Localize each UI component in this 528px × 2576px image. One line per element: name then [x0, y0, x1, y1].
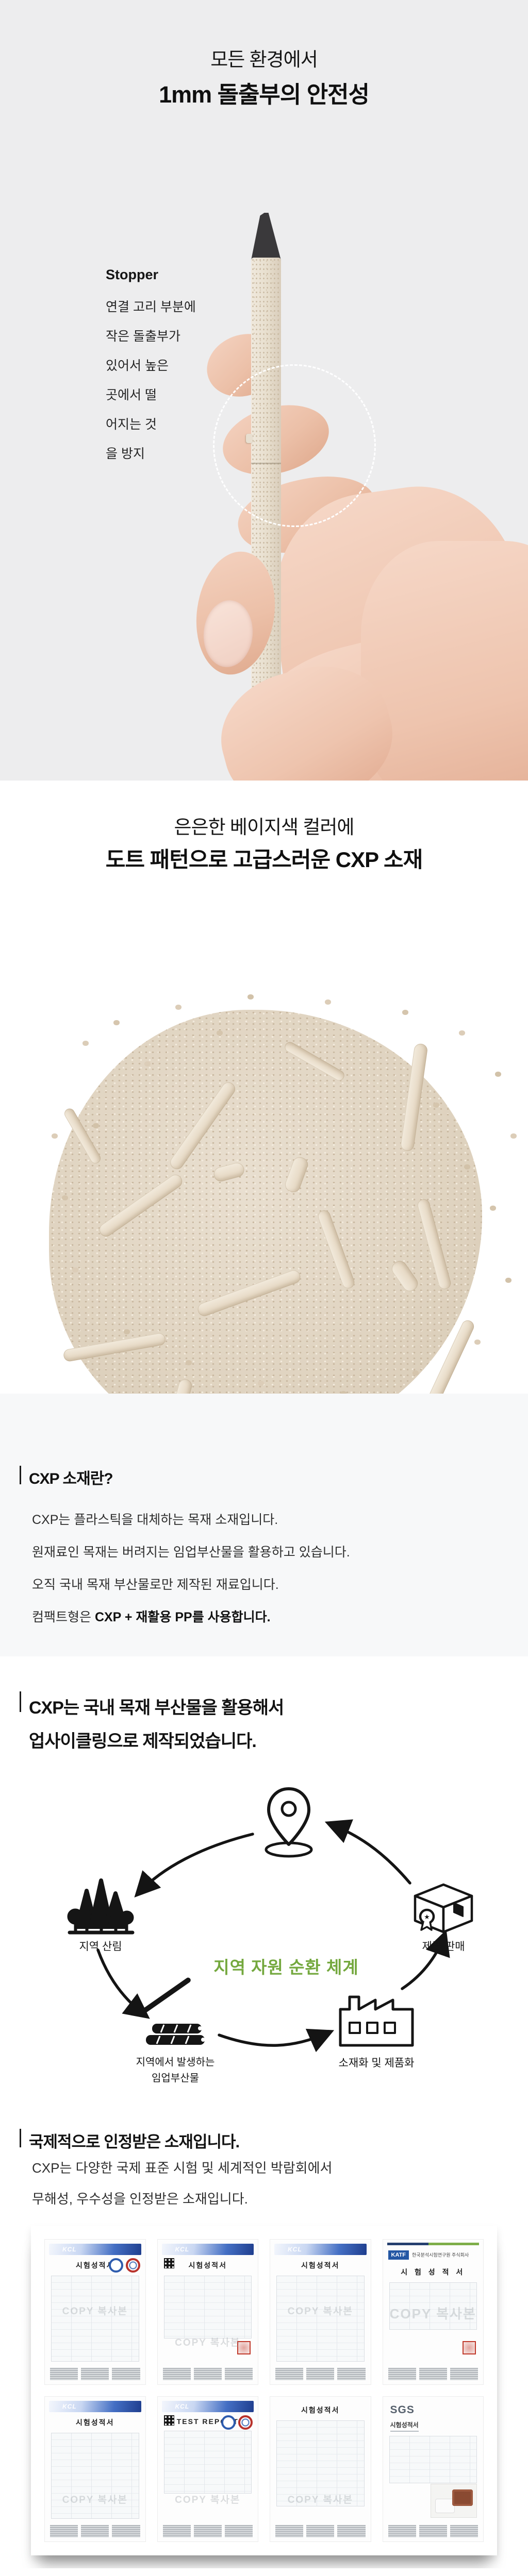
kcl-logo-band: KCL — [49, 2244, 141, 2255]
cycle-arrows — [96, 1819, 450, 2053]
copy-watermark: COPY 복사본 — [175, 2495, 241, 2506]
factory-icon — [339, 1995, 414, 2047]
certificate-title: 시 험 성 적 서 — [401, 2268, 466, 2276]
cxp-about-line: 오직 국내 목재 부산물로만 제작된 재료입니다. — [32, 1578, 279, 1592]
seal-icon — [238, 2415, 253, 2430]
section-safety: 모든 환경에서 1mm 돌출부의 안전성 Stopper 연결 고리 부분에 작… — [0, 0, 528, 781]
section1-subtitle: 1mm 돌출부의 안전성 — [159, 81, 370, 108]
label-materialization: 소재화 및 제품화 — [338, 2057, 415, 2069]
certificate-seals — [108, 2258, 140, 2273]
cxp-about-line: 원재료인 목재는 버려지는 임업부산물을 활용하고 있습니다. — [32, 1545, 350, 1560]
white-tray — [435, 2499, 455, 2513]
highlight-circle — [213, 364, 376, 527]
certificate-table — [389, 2282, 477, 2330]
certificate-title: 시험성적서 — [76, 2418, 114, 2427]
kcl-logo-band: KCL — [49, 2401, 141, 2412]
section2-subtitle: 도트 패턴으로 고급스러운 CXP 소재 — [105, 848, 423, 872]
certificate-footnote — [50, 2368, 140, 2380]
section-cxp-about: CXP 소재란? CXP는 플라스틱을 대체하는 목재 소재입니다. 원재료인 … — [0, 1394, 528, 1656]
section-upcycling: CXP는 국내 목재 부산물을 활용해서 업사이클링으로 제작되었습니다. — [0, 1656, 528, 2128]
katf-org-name: 한국분석시험연구원 주식회사 — [412, 2252, 469, 2258]
certificate-title: 시험성적서 — [301, 2406, 340, 2414]
heading-bar — [20, 1691, 21, 1712]
certificate-doc: KCL 시험성적서 COPY 복사본 — [157, 2239, 258, 2385]
certificate-footnote — [162, 2525, 253, 2537]
certificate-doc: KCL TEST REPORT COPY 복사본 — [157, 2396, 258, 2542]
certificate-table — [163, 2431, 252, 2494]
seal-icon — [108, 2258, 123, 2273]
intl-cert-line: 무해성, 우수성을 인정받은 소재입니다. — [32, 2191, 248, 2207]
section2-title: 은은한 베이지색 컬러에 — [174, 817, 355, 838]
certificate-table — [276, 2276, 365, 2362]
kcl-logo-band: KCL — [161, 2244, 254, 2255]
resource-cycle-diagram: ★ — [46, 1772, 480, 2112]
section1-title: 모든 환경에서 — [210, 49, 318, 70]
red-seal-stamp — [463, 2341, 476, 2354]
seal-icon — [125, 2258, 140, 2273]
certificate-doc: KATF 한국분석시험연구원 주식회사 시 험 성 적 서 COPY 복사본 — [382, 2239, 484, 2385]
certificate-title: 시험성적서 — [76, 2261, 114, 2269]
section-forest-cert: CXP 소재는 전과정이 추적되는 산림인증을 취득하였으며, 소재의 사용이 … — [0, 2568, 528, 2576]
cycle-diagram-graphics: ★ — [67, 1787, 473, 2053]
certificate-footnote — [275, 2525, 366, 2537]
intl-cert-line: CXP는 다양한 국제 표준 시험 및 세계적인 박람회에서 — [32, 2160, 333, 2176]
certificate-table — [389, 2436, 477, 2483]
label-product-sale: 제품 판매 — [422, 1941, 465, 1953]
forest-icon — [67, 1878, 135, 1935]
certificate-seals — [221, 2415, 253, 2430]
label-local-forest: 지역 산림 — [79, 1941, 122, 1953]
sample-photo — [431, 2484, 477, 2518]
section-material-color: 은은한 베이지색 컬러에 도트 패턴으로 고급스러운 CXP 소재 — [0, 781, 528, 1394]
seal-icon — [221, 2415, 236, 2430]
intl-cert-heading: 국제적으로 인정받은 소재입니다. — [20, 2129, 240, 2152]
svg-text:★: ★ — [424, 1913, 430, 1921]
certificate-footnote — [388, 2368, 478, 2380]
certificate-doc: KCL 시험성적서 COPY 복사본 — [44, 2396, 146, 2542]
cxp-pellets-photo — [0, 881, 528, 1394]
certificate-title: 시험성적서 — [301, 2261, 340, 2269]
katf-logo-row: KATF 한국분석시험연구원 주식회사 — [388, 2250, 478, 2260]
katf-logo: KATF — [388, 2250, 409, 2260]
certificate-table — [51, 2433, 139, 2519]
qr-code-icon — [163, 2258, 174, 2268]
certificate-footnote — [388, 2525, 478, 2537]
pellet-crumbs — [82, 1041, 89, 1046]
sgs-logo: SGS — [390, 2404, 415, 2416]
qr-code-icon — [163, 2415, 174, 2426]
certificate-table — [51, 2276, 139, 2362]
certificate-title: 시험성적서 — [390, 2420, 419, 2432]
certificate-doc: SGS 시험성적서 — [382, 2396, 484, 2542]
certificate-table — [163, 2276, 252, 2338]
certificate-doc: 시험성적서 COPY 복사본 — [270, 2396, 371, 2542]
certificates-panel: KCL 시험성적서 COPY 복사본 KCL 시험성적서 COPY 복사본 KC… — [31, 2226, 497, 2555]
stopper-description: 연결 고리 부분에 작은 돌출부가 있어서 높은 곳에서 떨 어지는 것 을 방… — [106, 300, 196, 461]
product-box-icon: ★ — [414, 1883, 473, 1934]
certificate-doc: KCL 시험성적서 COPY 복사본 — [270, 2239, 371, 2385]
katf-header-bar — [387, 2243, 479, 2245]
certificate-footnote — [162, 2368, 253, 2380]
certificate-title: 시험성적서 — [188, 2261, 227, 2269]
certificate-footnote — [275, 2368, 366, 2380]
location-pin-icon — [265, 1787, 313, 1858]
heading-bar — [20, 2129, 21, 2147]
cxp-about-heading: CXP 소재란? — [20, 1466, 113, 1488]
certificate-footnote — [50, 2525, 140, 2537]
cxp-about-line: 컴팩트형은 CXP + 재활용 PP를 사용합니다. — [32, 1610, 271, 1624]
section-international-cert: 국제적으로 인정받은 소재입니다. CXP는 다양한 국제 표준 시험 및 세계… — [0, 2128, 528, 2568]
kcl-logo-band: KCL — [274, 2244, 367, 2255]
certificate-table — [276, 2420, 365, 2506]
cxp-about-line: CXP는 플라스틱을 대체하는 목재 소재입니다. — [32, 1513, 278, 1527]
diagram-center-title: 지역 자원 순환 체계 — [213, 1958, 359, 1977]
pellet-pile — [49, 1010, 482, 1394]
kcl-logo-band: KCL — [161, 2401, 254, 2412]
label-byproduct: 지역에서 발생하는 임업부산물 — [136, 2057, 215, 2084]
stopper-heading: Stopper — [106, 267, 159, 282]
heading-bar — [20, 1466, 21, 1484]
red-seal-stamp — [237, 2341, 251, 2354]
brown-tray — [452, 2489, 473, 2506]
certificate-doc: KCL 시험성적서 COPY 복사본 — [44, 2239, 146, 2385]
upcycle-heading: CXP는 국내 목재 부산물을 활용해서 업사이클링으로 제작되었습니다. — [20, 1691, 284, 1758]
wood-logs-icon — [139, 1977, 205, 2045]
